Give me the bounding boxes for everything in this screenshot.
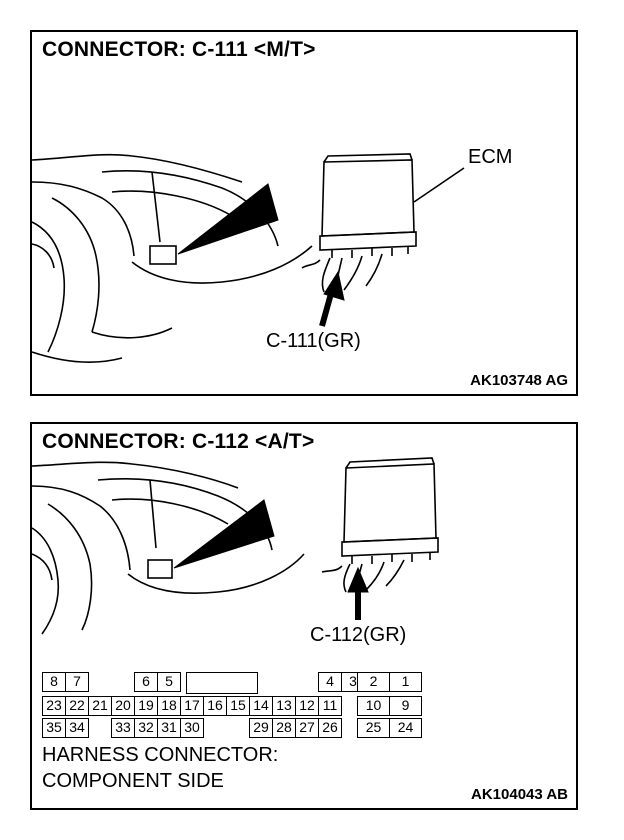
connector-pin: 28 <box>272 718 296 738</box>
panel-c111-title: CONNECTOR: C-111 <M/T> <box>42 38 316 61</box>
c112-connector-label: C-112(GR) <box>310 624 407 646</box>
panel-c112-code: AK104043 AB <box>471 786 568 803</box>
connector-pin: 21 <box>88 696 112 716</box>
connector-pin: 18 <box>157 696 181 716</box>
connector-pin: 31 <box>157 718 181 738</box>
connector-pin: 5 <box>157 672 181 692</box>
connector-pin: 29 <box>249 718 273 738</box>
connector-pin: 32 <box>134 718 158 738</box>
connector-pin: 12 <box>295 696 319 716</box>
ecm-label: ECM <box>468 146 513 168</box>
c111-dashboard-illustration <box>31 153 465 364</box>
connector-pin: 15 <box>226 696 250 716</box>
connector-pin: 8 <box>42 672 66 692</box>
connector-pin: 4 <box>318 672 342 692</box>
c112-pointer-wedge <box>173 499 275 569</box>
connector-pin: 19 <box>134 696 158 716</box>
harness-caption-line1: HARNESS CONNECTOR: <box>42 744 279 766</box>
connector-pin: 2 <box>357 672 390 692</box>
c111-pointer-wedge <box>177 183 279 255</box>
connector-pin: 24 <box>389 718 422 738</box>
connector-pin: 27 <box>295 718 319 738</box>
panel-c111-code: AK103748 AG <box>470 372 568 389</box>
connector-pin: 10 <box>357 696 390 716</box>
connector-pin: 34 <box>65 718 89 738</box>
connector-pin: 20 <box>111 696 135 716</box>
connector-pin: 22 <box>65 696 89 716</box>
c111-arrow <box>319 270 345 327</box>
connector-pin: 17 <box>180 696 204 716</box>
connector-pin: 6 <box>134 672 158 692</box>
connector-pin: 35 <box>42 718 66 738</box>
panel-c112: CONNECTOR: C-112 <A/T> C-112(GR) HARNESS… <box>30 422 578 810</box>
connector-pin: 25 <box>357 718 390 738</box>
connector-pin: 14 <box>249 696 273 716</box>
connector-pin: 1 <box>389 672 422 692</box>
connector-pin: 11 <box>318 696 342 716</box>
connector-pin: 23 <box>42 696 66 716</box>
connector-pin: 16 <box>203 696 227 716</box>
c112-dashboard-illustration <box>31 457 439 635</box>
harness-caption-line2: COMPONENT SIDE <box>42 770 224 792</box>
connector-pin: 9 <box>389 696 422 716</box>
connector-pin: 30 <box>180 718 204 738</box>
panel-c112-title: CONNECTOR: C-112 <A/T> <box>42 430 315 453</box>
connector-pin: 26 <box>318 718 342 738</box>
c112-arrow <box>347 566 369 620</box>
connector-pin: 7 <box>65 672 89 692</box>
connector-pin: 13 <box>272 696 296 716</box>
c111-connector-label: C-111(GR) <box>266 330 361 352</box>
pin-blank-block <box>186 672 258 694</box>
connector-pin: 33 <box>111 718 135 738</box>
panel-c111: CONNECTOR: C-111 <M/T> ECM C-111(GR) AK1… <box>30 30 578 396</box>
